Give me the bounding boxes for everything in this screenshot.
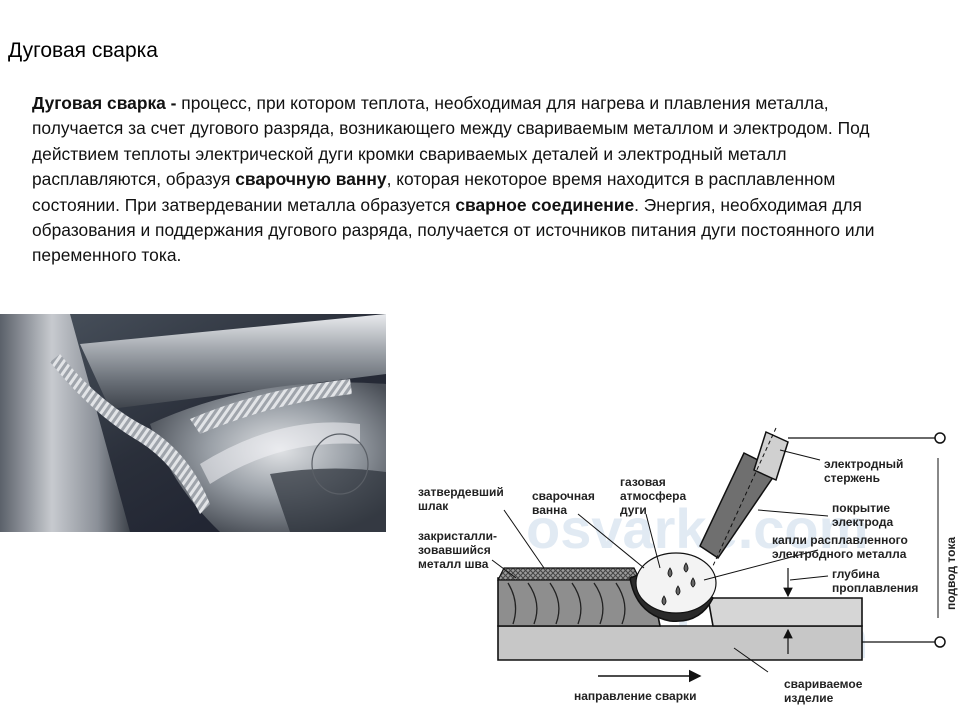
- term-bold: Дуговая сварка -: [32, 93, 177, 113]
- label-gas-3: дуги: [620, 503, 647, 517]
- page-title: Дуговая сварка: [8, 39, 158, 62]
- label-current-supply: подвод тока: [944, 537, 958, 610]
- label-slag-2: шлак: [418, 499, 449, 513]
- bold-weld-pool: сварочную ванну: [235, 169, 387, 190]
- label-coat-2: электрода: [832, 515, 893, 529]
- label-direction: направление сварки: [574, 689, 696, 703]
- arc-welding-diagram: osvarke.com osvarke.com: [408, 418, 960, 720]
- bold-weld-joint: сварное соединение: [455, 194, 635, 215]
- gas-atmosphere: [635, 552, 717, 614]
- label-gas-1: газовая: [620, 475, 666, 489]
- text-part-3: . Энергия, необходимая для образования и…: [32, 194, 875, 266]
- label-drops-1: капли расплавленного: [772, 533, 908, 547]
- label-depth-2: проплавления: [832, 581, 918, 595]
- text-part-2: , которая некоторое время находится в ра…: [32, 169, 836, 215]
- text-part-1: процесс, при котором теплота, необходима…: [32, 93, 870, 190]
- label-coat-1: покрытие: [832, 501, 890, 515]
- label-slag-1: затвердевший: [418, 485, 504, 499]
- slag-layer: [497, 567, 641, 581]
- label-pool-2: ванна: [532, 503, 567, 517]
- label-work-1: свариваемое: [784, 677, 863, 691]
- label-rod-1: электродный: [824, 457, 903, 471]
- weld-photo: [0, 314, 386, 532]
- label-pool-1: сварочная: [532, 489, 595, 503]
- watermark-top: osvarke.com: [526, 497, 868, 560]
- label-crystal-3: металл шва: [418, 557, 489, 571]
- label-depth-1: глубина: [832, 567, 880, 581]
- label-rod-2: стержень: [824, 471, 880, 485]
- article-text: Дуговая сварка - процесс, при котором те…: [32, 91, 894, 269]
- label-crystal-2: зовавшийся: [418, 543, 491, 557]
- label-crystal-1: закристалли-: [418, 529, 497, 543]
- label-work-2: изделие: [784, 691, 834, 705]
- workpiece-plate: [497, 625, 863, 661]
- label-gas-2: атмосфера: [620, 489, 686, 503]
- label-drops-2: электродного металла: [772, 547, 907, 561]
- electrode-rod: [753, 430, 789, 482]
